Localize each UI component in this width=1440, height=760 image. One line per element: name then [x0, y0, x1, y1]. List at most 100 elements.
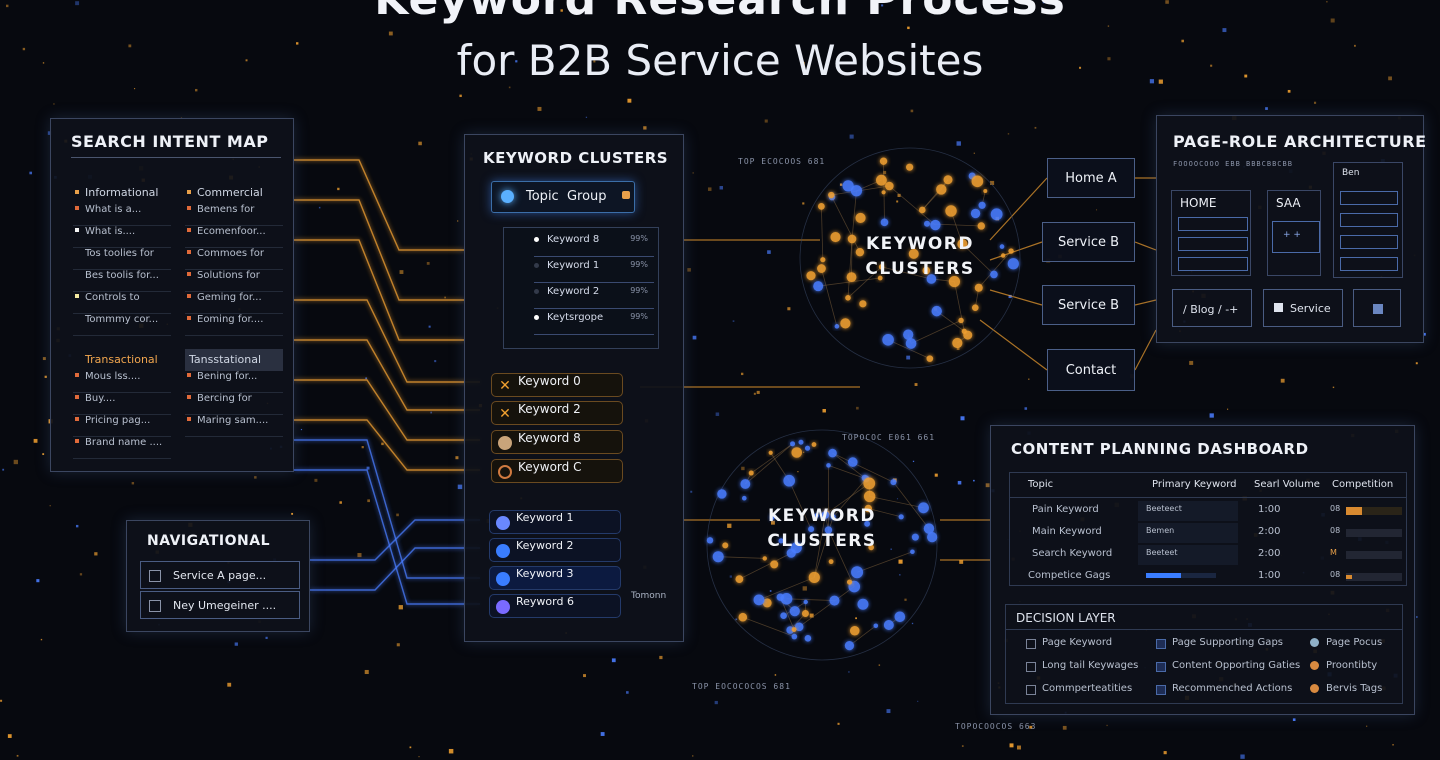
table-row[interactable]: Search Keyword Beeteet 2:00 M: [1010, 545, 1406, 565]
particle: [593, 60, 596, 63]
particle: [911, 622, 914, 625]
square-block[interactable]: [1353, 289, 1401, 327]
keyword-pill-orange[interactable]: ✕Keyword 2: [491, 401, 623, 425]
network-node: [936, 184, 947, 195]
list-item[interactable]: Ecomenfoor...: [185, 226, 283, 248]
connector-line: [294, 469, 480, 605]
decision-item[interactable]: Content Opporting Gaties: [1156, 659, 1306, 677]
particle: [756, 390, 760, 394]
particle: [985, 483, 990, 488]
network-edge: [820, 206, 824, 260]
nav-item[interactable]: Service A page...: [140, 561, 300, 589]
list-item[interactable]: Bercing for: [185, 393, 283, 415]
particle: [22, 47, 26, 51]
particle: [741, 466, 745, 471]
particle: [399, 270, 404, 274]
table-row[interactable]: Main Keyword Bemen 2:00 08: [1010, 523, 1406, 543]
list-item[interactable]: Tos toolies for: [73, 248, 171, 270]
decision-item[interactable]: Commperteatities: [1026, 682, 1156, 700]
keyword-pill-orange[interactable]: ✕Keyword 0: [491, 373, 623, 397]
keyword-pill-orange[interactable]: Keyword 8: [491, 430, 623, 454]
keyword-pill-blue[interactable]: Keyword 1: [489, 510, 621, 534]
decision-item[interactable]: Long tail Keywages: [1026, 659, 1156, 677]
keyword-pill-blue[interactable]: Keyword 3: [489, 566, 621, 590]
particle: [883, 170, 887, 174]
page-node-contact[interactable]: Contact: [1047, 349, 1135, 391]
nav-item[interactable]: Ney Umegeiner ....: [140, 591, 300, 619]
particle: [1028, 378, 1030, 380]
list-item[interactable]: Tommmy cor...: [73, 314, 171, 336]
keyword-pill-blue[interactable]: Reyword 6: [489, 594, 621, 618]
particle: [1330, 18, 1335, 23]
page-node-service[interactable]: Service B: [1042, 285, 1135, 325]
service-block[interactable]: Service: [1263, 289, 1343, 327]
particle: [973, 152, 975, 154]
particle: [1287, 89, 1291, 93]
network-node: [918, 502, 929, 514]
list-item[interactable]: Maring sam....: [185, 415, 283, 437]
dot-icon: [1310, 638, 1319, 647]
list-item[interactable]: Solutions for: [185, 270, 283, 292]
topic-group-button[interactable]: Topic Group: [491, 181, 635, 213]
home-block[interactable]: HOME: [1171, 190, 1251, 276]
particle: [227, 682, 232, 687]
list-item[interactable]: Geming for...: [185, 292, 283, 314]
decision-item[interactable]: Page Supporting Gaps: [1156, 636, 1306, 654]
list-item[interactable]: What is....: [73, 226, 171, 248]
connector-line: [294, 379, 480, 441]
page-node-home[interactable]: Home A: [1047, 158, 1135, 198]
checkbox-icon: [1026, 685, 1036, 695]
column-commercial: Commercial Bemens for Ecomenfoor... Comm…: [185, 182, 283, 336]
list-item[interactable]: Brand name ....: [73, 437, 171, 459]
keyword-pill-orange[interactable]: Keyword C: [491, 459, 623, 483]
network-node: [926, 355, 934, 362]
list-item[interactable]: Eoming for....: [185, 314, 283, 336]
particle: [848, 671, 850, 673]
particle: [1024, 407, 1028, 410]
particle: [769, 590, 772, 592]
table-row[interactable]: Pain Keyword Beeteect 1:00 08: [1010, 501, 1406, 521]
list-item[interactable]: Buy....: [73, 393, 171, 415]
list-item[interactable]: Bes toolis for...: [73, 270, 171, 292]
panel-subtitle: FOOOOCOOO EBB BBBCBBCBB: [1173, 160, 1293, 168]
list-item[interactable]: Bemens for: [185, 204, 283, 226]
decision-item[interactable]: Bervis Tags: [1310, 682, 1400, 700]
decision-item[interactable]: Recommenched Actions: [1156, 682, 1306, 700]
table-row[interactable]: Competice Gags 1:00 08: [1010, 567, 1406, 587]
list-item[interactable]: Bening for...: [185, 371, 283, 393]
network-node: [824, 526, 833, 534]
particle: [707, 187, 712, 191]
particle: [29, 171, 33, 175]
list-item[interactable]: What is a...: [73, 204, 171, 226]
network-node: [845, 295, 851, 301]
list-item[interactable]: Controls to: [73, 292, 171, 314]
network-ring: [706, 429, 938, 661]
particle: [907, 26, 910, 30]
col-header: Topic: [1028, 479, 1054, 490]
ben-block[interactable]: Ben: [1333, 162, 1403, 278]
particle: [1106, 724, 1108, 727]
list-item[interactable]: Commoes for: [185, 248, 283, 270]
network-node: [974, 283, 983, 292]
page-node-service[interactable]: Service B: [1042, 222, 1135, 262]
decision-item[interactable]: Page Pocus: [1310, 636, 1400, 654]
dot-icon: [496, 600, 510, 614]
network-edge: [786, 598, 835, 601]
particle: [774, 674, 777, 676]
list-item[interactable]: Mous lss....: [73, 371, 171, 393]
network-node: [918, 206, 926, 214]
particle: [732, 320, 735, 322]
list-item[interactable]: Pricing pag...: [73, 415, 171, 437]
particle: [912, 460, 915, 463]
blog-block[interactable]: / Blog / -+: [1172, 289, 1252, 327]
decision-item[interactable]: Page Keyword: [1026, 636, 1156, 654]
decision-item[interactable]: Proontibty: [1310, 659, 1400, 677]
saa-block[interactable]: SAA + +: [1267, 190, 1321, 276]
particle: [428, 325, 431, 328]
keyword-pill-blue[interactable]: Keyword 2: [489, 538, 621, 562]
network-node: [879, 157, 888, 165]
